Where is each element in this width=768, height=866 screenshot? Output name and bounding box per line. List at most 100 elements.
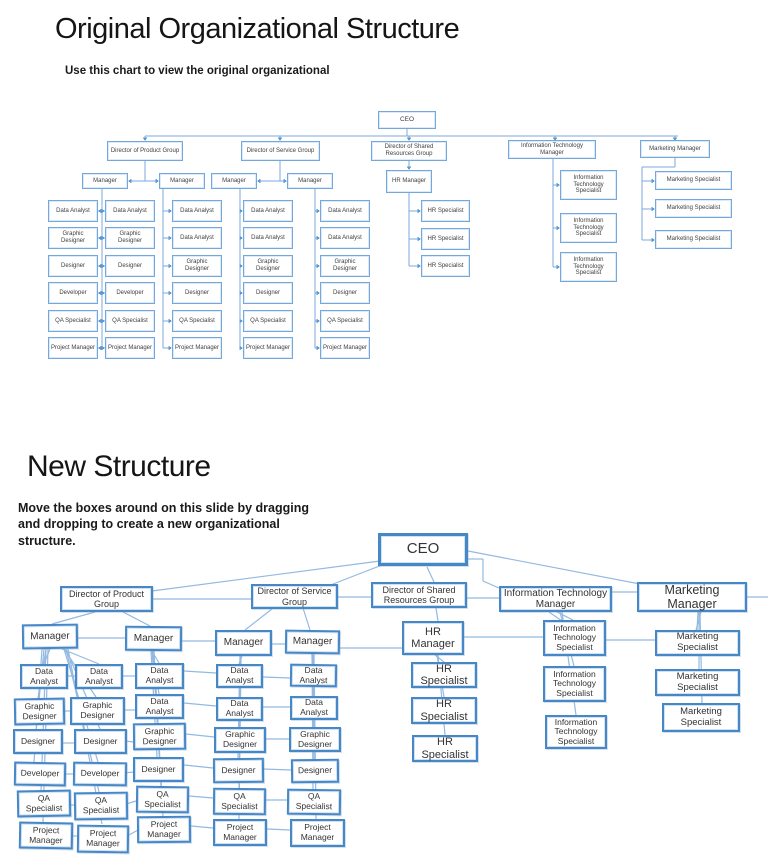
org-node-information-technology-specialist: Information Technology Specialist <box>560 170 617 200</box>
org-node-manager[interactable]: Manager <box>21 623 79 650</box>
org-node-qa-specialist[interactable]: QA Specialist <box>212 787 267 816</box>
org-node-data-analyst: Data Analyst <box>48 200 98 222</box>
org-node-marketing-specialist: Marketing Specialist <box>655 171 732 190</box>
org-node-hr-specialist: HR Specialist <box>421 255 470 277</box>
org-node-graphic-designer: Graphic Designer <box>172 255 222 277</box>
org-node-graphic-designer: Graphic Designer <box>320 255 370 277</box>
org-node-marketing-specialist: Marketing Specialist <box>655 230 732 249</box>
org-node-developer[interactable]: Developer <box>13 761 67 787</box>
org-node-marketing-manager[interactable]: Marketing Manager <box>637 582 747 612</box>
org-node-project-manager: Project Manager <box>48 337 98 359</box>
org-node-manager[interactable]: Manager <box>124 625 183 652</box>
org-node-project-manager[interactable]: Project Manager <box>136 815 192 844</box>
org-node-hr-specialist: HR Specialist <box>421 228 470 250</box>
org-node-designer[interactable]: Designer <box>133 757 184 782</box>
org-node-designer: Designer <box>320 282 370 304</box>
org-node-project-manager[interactable]: Project Manager <box>76 824 130 854</box>
org-node-qa-specialist[interactable]: QA Specialist <box>16 789 72 818</box>
org-node-manager: Manager <box>82 173 128 189</box>
org-node-information-technology-specialist[interactable]: Information Technology Specialist <box>545 715 607 749</box>
org-node-qa-specialist[interactable]: QA Specialist <box>73 791 129 821</box>
org-node-data-analyst[interactable]: Data Analyst <box>135 694 184 719</box>
org-node-marketing-manager: Marketing Manager <box>640 140 710 158</box>
slide2-title: New Structure <box>27 450 211 483</box>
org-node-ceo[interactable]: CEO <box>378 533 468 566</box>
org-node-graphic-designer: Graphic Designer <box>243 255 293 277</box>
org-node-project-manager: Project Manager <box>172 337 222 359</box>
org-node-director-of-shared-resources-group[interactable]: Director of Shared Resources Group <box>371 582 467 608</box>
org-node-designer[interactable]: Designer <box>290 758 340 784</box>
org-node-project-manager: Project Manager <box>243 337 293 359</box>
org-node-designer: Designer <box>105 255 155 277</box>
org-node-project-manager: Project Manager <box>320 337 370 359</box>
org-node-project-manager[interactable]: Project Manager <box>290 819 345 847</box>
org-node-manager: Manager <box>287 173 333 189</box>
org-node-data-analyst[interactable]: Data Analyst <box>290 696 338 720</box>
org-node-hr-specialist[interactable]: HR Specialist <box>412 735 478 762</box>
org-node-graphic-designer[interactable]: Graphic Designer <box>70 697 125 725</box>
org-node-qa-specialist[interactable]: QA Specialist <box>286 788 342 816</box>
org-node-designer: Designer <box>172 282 222 304</box>
org-node-hr-specialist: HR Specialist <box>421 200 470 222</box>
org-node-director-of-product-group: Director of Product Group <box>107 141 183 161</box>
org-node-information-technology-specialist[interactable]: Information Technology Specialist <box>543 666 606 702</box>
org-node-marketing-specialist: Marketing Specialist <box>655 199 732 218</box>
org-node-hr-specialist[interactable]: HR Specialist <box>411 697 477 724</box>
org-node-manager[interactable]: Manager <box>284 629 341 655</box>
org-node-director-of-service-group: Director of Service Group <box>241 141 320 161</box>
org-node-marketing-specialist[interactable]: Marketing Specialist <box>662 703 740 732</box>
org-node-data-analyst[interactable]: Data Analyst <box>289 663 338 688</box>
org-node-ceo: CEO <box>378 111 436 129</box>
org-node-designer[interactable]: Designer <box>13 729 63 754</box>
org-node-information-technology-manager[interactable]: Information Technology Manager <box>499 586 612 612</box>
slide1-subtitle: Use this chart to view the original orga… <box>65 65 330 77</box>
org-node-qa-specialist: QA Specialist <box>243 310 293 332</box>
org-node-developer: Developer <box>105 282 155 304</box>
org-node-qa-specialist: QA Specialist <box>105 310 155 332</box>
org-node-qa-specialist: QA Specialist <box>320 310 370 332</box>
org-node-qa-specialist: QA Specialist <box>48 310 98 332</box>
org-node-qa-specialist[interactable]: QA Specialist <box>135 785 190 814</box>
org-node-manager: Manager <box>159 173 205 189</box>
org-node-graphic-designer: Graphic Designer <box>48 227 98 249</box>
org-node-designer[interactable]: Designer <box>74 729 127 754</box>
org-node-data-analyst: Data Analyst <box>320 227 370 249</box>
org-node-marketing-specialist[interactable]: Marketing Specialist <box>655 630 740 656</box>
org-node-data-analyst[interactable]: Data Analyst <box>135 663 184 689</box>
org-node-graphic-designer[interactable]: Graphic Designer <box>214 727 266 753</box>
org-node-project-manager[interactable]: Project Manager <box>18 821 74 850</box>
slide1-title: Original Organizational Structure <box>55 13 460 45</box>
org-node-manager[interactable]: Manager <box>215 630 272 656</box>
org-node-data-analyst[interactable]: Data Analyst <box>216 697 263 721</box>
org-node-hr-manager[interactable]: HR Manager <box>402 621 464 655</box>
org-node-data-analyst[interactable]: Data Analyst <box>20 664 68 689</box>
org-node-graphic-designer[interactable]: Graphic Designer <box>289 727 341 752</box>
org-node-graphic-designer: Graphic Designer <box>105 227 155 249</box>
org-node-designer[interactable]: Designer <box>212 757 265 784</box>
org-node-information-technology-specialist: Information Technology Specialist <box>560 252 617 282</box>
org-node-data-analyst[interactable]: Data Analyst <box>75 664 123 689</box>
org-node-information-technology-manager: Information Technology Manager <box>508 140 596 159</box>
org-node-project-manager: Project Manager <box>105 337 155 359</box>
org-node-developer: Developer <box>48 282 98 304</box>
org-node-data-analyst: Data Analyst <box>172 227 222 249</box>
org-node-data-analyst: Data Analyst <box>243 200 293 222</box>
org-node-director-of-service-group[interactable]: Director of Service Group <box>251 584 338 609</box>
org-node-project-manager[interactable]: Project Manager <box>213 819 267 846</box>
org-node-designer: Designer <box>48 255 98 277</box>
org-node-marketing-specialist[interactable]: Marketing Specialist <box>655 669 740 696</box>
org-node-qa-specialist: QA Specialist <box>172 310 222 332</box>
slide2-body: Move the boxes around on this slide by d… <box>18 501 310 548</box>
org-node-data-analyst: Data Analyst <box>243 227 293 249</box>
org-node-director-of-product-group[interactable]: Director of Product Group <box>60 586 153 612</box>
org-node-data-analyst: Data Analyst <box>320 200 370 222</box>
org-node-hr-manager: HR Manager <box>386 170 432 193</box>
org-node-information-technology-specialist[interactable]: Information Technology Specialist <box>543 620 606 656</box>
org-node-data-analyst: Data Analyst <box>105 200 155 222</box>
org-node-director-of-shared-resources-group: Director of Shared Resources Group <box>371 141 447 161</box>
org-node-developer[interactable]: Developer <box>72 761 128 787</box>
org-node-graphic-designer[interactable]: Graphic Designer <box>132 722 187 751</box>
org-node-hr-specialist[interactable]: HR Specialist <box>411 662 477 688</box>
org-node-data-analyst[interactable]: Data Analyst <box>216 664 263 688</box>
org-node-graphic-designer[interactable]: Graphic Designer <box>13 697 66 726</box>
